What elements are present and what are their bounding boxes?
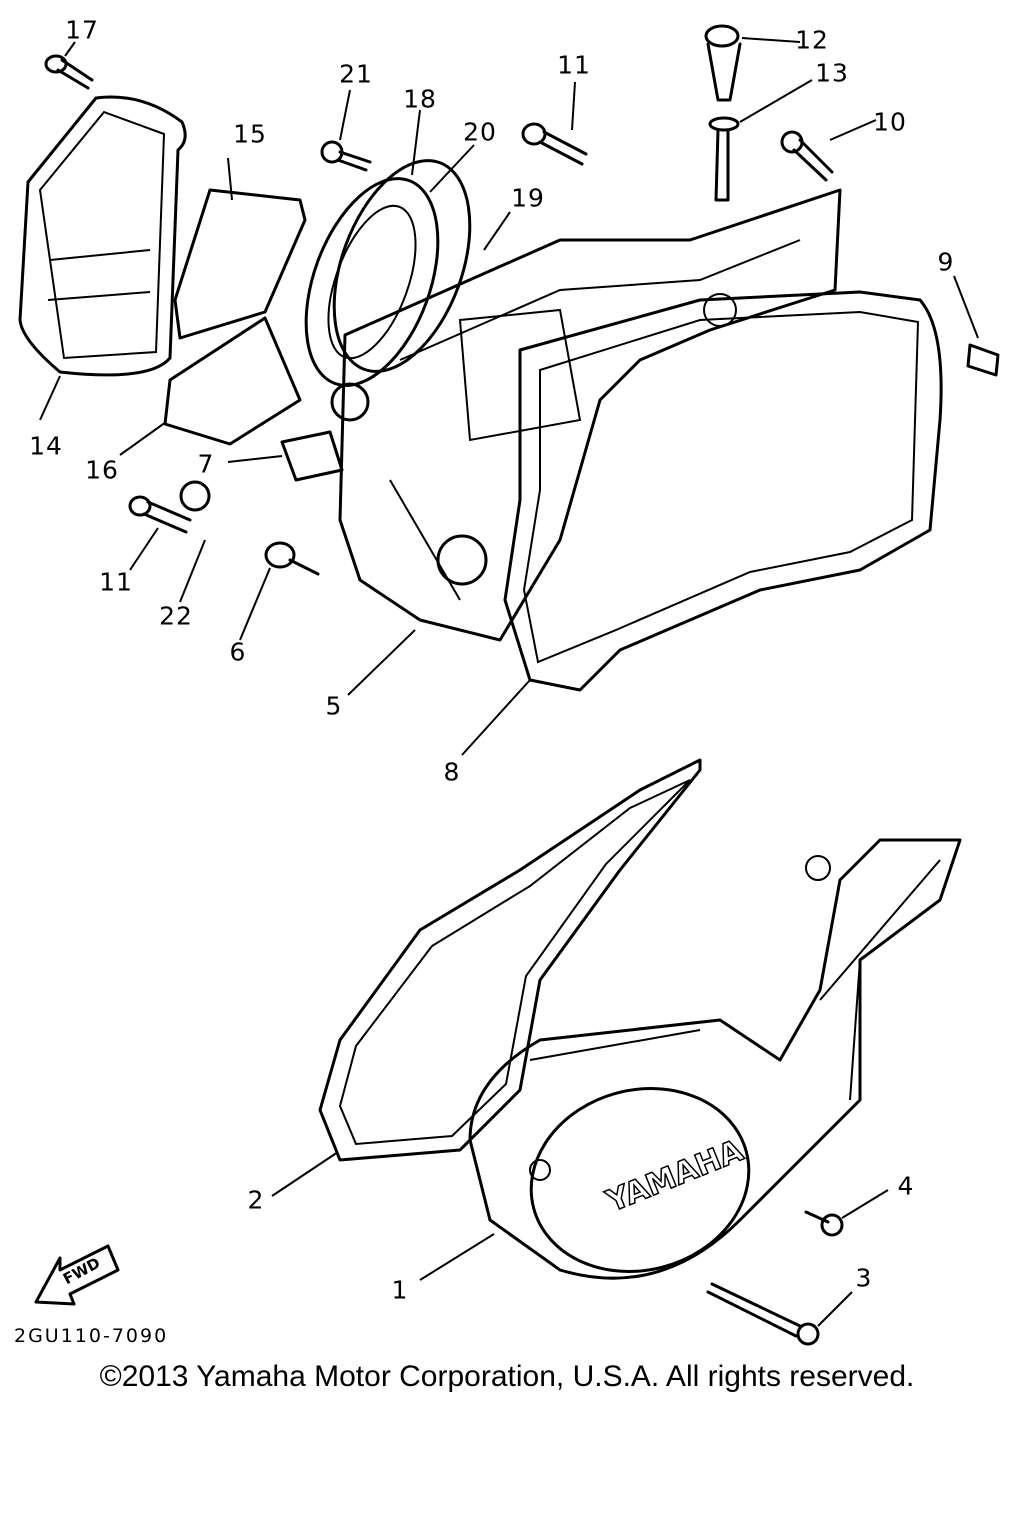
callout-8: 8 [443, 757, 461, 787]
callout-6: 6 [229, 637, 247, 667]
callout-3: 3 [855, 1263, 873, 1293]
callout-18: 18 [403, 84, 437, 114]
callout-1: 1 [391, 1275, 409, 1305]
part-7 [280, 430, 344, 482]
clip-22 [179, 480, 211, 512]
part-6 [264, 541, 320, 576]
plate-16 [163, 316, 302, 446]
callout-15: 15 [233, 119, 267, 149]
gasket-2 [318, 758, 702, 1162]
callout-10: 10 [873, 107, 907, 137]
callout-7: 7 [197, 449, 215, 479]
callout-16: 16 [85, 455, 119, 485]
bolt-10 [780, 130, 834, 182]
callout-11-left: 11 [99, 567, 133, 597]
callout-19: 19 [511, 183, 545, 213]
bolt-11-top [521, 122, 588, 166]
bolt-21 [320, 140, 372, 172]
cap-9 [966, 343, 1000, 377]
callout-21: 21 [339, 59, 373, 89]
callout-17: 17 [65, 15, 99, 45]
gasket-8 [503, 290, 943, 692]
callout-20: 20 [463, 117, 497, 147]
callout-13: 13 [815, 58, 849, 88]
callout-9: 9 [937, 247, 955, 277]
crankcase-cover-5 [330, 188, 842, 642]
callout-12: 12 [795, 25, 829, 55]
dipstick-12-13 [704, 24, 742, 202]
drawing-code: 2GU110-7090 [14, 1325, 169, 1347]
cover-14 [18, 95, 187, 377]
callout-2: 2 [247, 1185, 265, 1215]
fwd-arrow-icon [34, 1244, 120, 1306]
callout-14: 14 [29, 431, 63, 461]
gasket-15 [173, 188, 307, 340]
bolt-4 [804, 1210, 844, 1237]
callout-11-top: 11 [557, 50, 591, 80]
copyright-notice: ©2013 Yamaha Motor Corporation, U.S.A. A… [99, 1360, 915, 1393]
callout-4: 4 [897, 1171, 915, 1201]
bolt-11-left [128, 495, 192, 534]
callout-5: 5 [325, 691, 343, 721]
bolt-17 [44, 54, 94, 90]
exploded-parts-diagram: YAMAHA [18, 24, 1000, 1346]
bolt-3 [706, 1282, 820, 1346]
callout-22: 22 [159, 601, 193, 631]
lower-cover-1 [468, 838, 962, 1280]
cover-logo: YAMAHA [601, 1133, 749, 1220]
